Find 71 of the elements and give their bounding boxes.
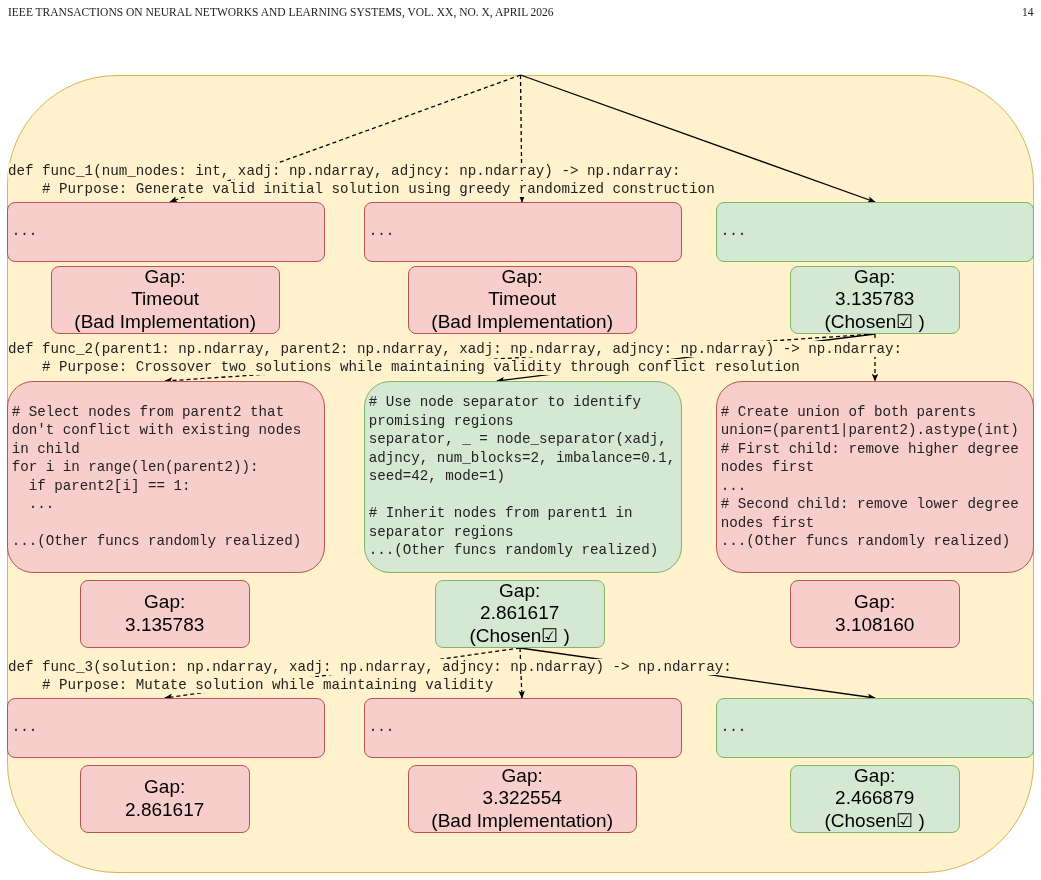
code-line: if parent2[i] == 1:: [27, 476, 192, 496]
result-box: [789, 764, 960, 833]
code-box: [715, 697, 1034, 758]
code-line: ...: [27, 495, 56, 514]
result-text: (Chosen☑ ): [824, 310, 925, 334]
arrow: [518, 647, 525, 699]
result-text: (Bad Implementation): [431, 809, 613, 833]
result-text: Gap:: [144, 776, 186, 799]
arrow: [519, 74, 876, 203]
result-text: 2.861617: [125, 798, 205, 822]
code-box: [6, 380, 325, 573]
code-line: # Create union of both parents: [720, 402, 978, 422]
code-line: ...: [720, 718, 748, 737]
code-line: # First child: remove higher degree nodes first: [720, 439, 1020, 477]
code-line: ...: [720, 476, 748, 496]
result-text: (Bad Implementation): [74, 310, 256, 334]
code-line: ...(Other funcs randomly realized): [368, 541, 660, 560]
code-line: union=(parent1|parent2).astype(int): [720, 421, 1020, 440]
code-box: [6, 201, 325, 262]
result-text: Gap:: [144, 591, 186, 614]
result-text: Gap:: [144, 265, 186, 289]
result-text: Gap:: [854, 265, 896, 289]
result-box: [79, 764, 250, 833]
code-line: ...: [368, 718, 396, 737]
result-text: Gap:: [854, 764, 896, 788]
arrow: [519, 647, 876, 701]
result-text: 3.322554: [482, 787, 562, 810]
result-box: [79, 579, 250, 648]
result-text: Timeout: [488, 288, 557, 311]
arrow: [871, 333, 879, 382]
code-box: [363, 201, 682, 262]
container-panel: [7, 75, 1034, 873]
result-text: 3.135783: [835, 288, 915, 311]
arrow: [169, 74, 522, 203]
result-box: [434, 579, 605, 648]
result-box: [789, 579, 960, 648]
result-box: [789, 265, 960, 334]
arrow: [518, 74, 526, 203]
result-box: [407, 764, 637, 833]
code-line: ...(Other funcs randomly realized): [720, 532, 1012, 551]
code-box: [6, 697, 325, 758]
arrow: [164, 647, 521, 701]
result-text: Timeout: [131, 288, 200, 311]
result-text: 3.108160: [835, 613, 915, 637]
page-number: 14: [1022, 6, 1034, 18]
code-box: [363, 380, 682, 573]
result-text: Gap:: [499, 579, 541, 603]
result-text: Gap:: [501, 764, 543, 788]
result-text: (Chosen☑ ): [824, 809, 925, 833]
page-header: IEEE TRANSACTIONS ON NEURAL NETWORKS AND LEARNING SYSTEMS, VOL. XX, NO. X, APRIL 2026: [8, 6, 554, 18]
result-text: 2.861617: [480, 602, 560, 625]
result-text: (Bad Implementation): [431, 310, 613, 334]
code-line: ...(Other funcs randomly realized): [11, 532, 303, 551]
code-box: [715, 380, 1034, 573]
result-text: (Chosen☑ ): [469, 624, 570, 648]
result-text: Gap:: [854, 591, 896, 614]
result-text: 2.466879: [835, 787, 915, 810]
code-line: for i in range(len(parent2)):: [11, 458, 260, 477]
result-text: 3.135783: [125, 613, 205, 637]
code-line: separator, _ = node_separator(xadj, adjncy, num_blocks=2, imbalance=0.1, seed=42, mode=1): [368, 430, 677, 486]
code-line: ...: [368, 222, 396, 241]
code-line: # Inherit nodes from parent1 in separator regions: [368, 504, 634, 542]
code-line: ...: [11, 222, 39, 241]
code-box: [715, 201, 1034, 262]
code-line: # Second child: remove lower degree nodes first: [720, 495, 1020, 533]
code-line: ...: [11, 718, 39, 737]
code-box: [363, 697, 682, 758]
result-text: Gap:: [501, 265, 543, 289]
result-box: [407, 265, 637, 334]
result-box: [50, 265, 280, 334]
code-line: ...: [720, 222, 748, 241]
